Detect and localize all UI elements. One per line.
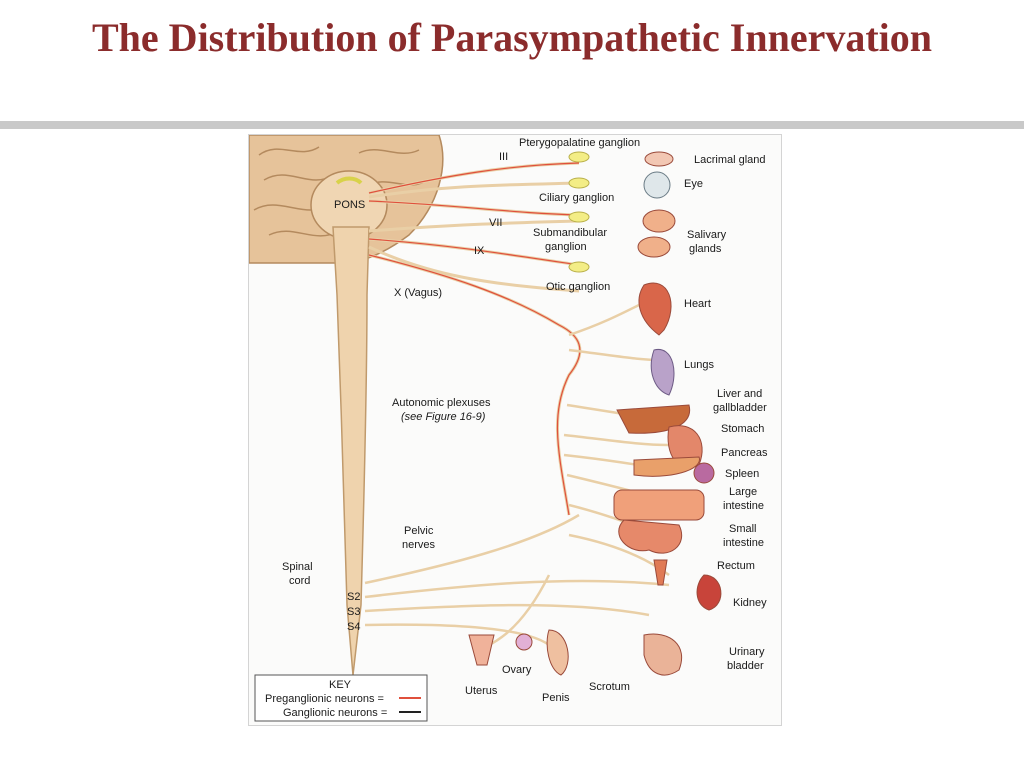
organ-illustrations: [468, 151, 722, 676]
brain-illustration: [249, 135, 444, 264]
label-plexus-reference: (see Figure 16-9): [401, 411, 486, 423]
label-lacrimal-gland: Lacrimal gland: [694, 154, 766, 166]
label-large-intestine: intestine: [723, 500, 764, 512]
label-cn-vii: VII: [489, 217, 502, 229]
label-large: Large: [729, 486, 757, 498]
key-title: KEY: [329, 679, 352, 691]
label-urinary-bladder: bladder: [727, 660, 764, 672]
label-cn-ix: IX: [474, 245, 485, 257]
label-liver: Liver and: [717, 388, 762, 400]
label-s4: S4: [347, 621, 360, 633]
label-small: Small: [729, 523, 757, 535]
key-ganglionic-label: Ganglionic neurons =: [283, 707, 387, 719]
label-pterygopalatine-ganglion: Pterygopalatine ganglion: [519, 137, 640, 149]
label-vagus: X (Vagus): [394, 287, 442, 299]
label-autonomic-plexuses: Autonomic plexuses: [392, 397, 491, 409]
key-preganglionic-label: Preganglionic neurons =: [265, 693, 384, 705]
slide-title: The Distribution of Parasympathetic Inne…: [92, 15, 932, 60]
label-small-intestine: intestine: [723, 537, 764, 549]
label-pelvic-nerves: nerves: [402, 539, 436, 551]
label-penis: Penis: [542, 692, 570, 704]
label-uterus: Uterus: [465, 685, 498, 697]
label-kidney: Kidney: [733, 597, 767, 609]
label-spleen: Spleen: [725, 468, 759, 480]
label-eye: Eye: [684, 178, 703, 190]
title-divider: [0, 121, 1024, 129]
label-rectum: Rectum: [717, 560, 755, 572]
label-s2: S2: [347, 591, 360, 603]
label-otic-ganglion: Otic ganglion: [546, 281, 610, 293]
label-lungs: Lungs: [684, 359, 714, 371]
label-pons: PONS: [334, 199, 365, 211]
diagram-svg: Pterygopalatine ganglion Lacrimal gland …: [249, 135, 768, 722]
label-submandibular: Submandibular: [533, 227, 607, 239]
label-heart: Heart: [684, 298, 711, 310]
label-stomach: Stomach: [721, 423, 764, 435]
label-ovary: Ovary: [502, 664, 532, 676]
label-urinary: Urinary: [729, 646, 765, 658]
spinal-cord: [332, 226, 370, 676]
label-spinal: Spinal: [282, 561, 313, 573]
legend-key: KEY Preganglionic neurons = Ganglionic n…: [254, 674, 428, 722]
diagram-figure: Pterygopalatine ganglion Lacrimal gland …: [248, 134, 782, 726]
label-pelvic: Pelvic: [404, 525, 434, 537]
label-s3: S3: [347, 606, 360, 618]
label-ciliary-ganglion: Ciliary ganglion: [539, 192, 614, 204]
label-gallbladder: gallbladder: [713, 402, 767, 414]
label-submandibular-ganglion: ganglion: [545, 241, 587, 253]
label-salivary: Salivary: [687, 229, 727, 241]
label-spinal-cord: cord: [289, 575, 310, 587]
label-scrotum: Scrotum: [589, 681, 630, 693]
label-cn-iii: III: [499, 151, 508, 163]
label-salivary-glands: glands: [689, 243, 722, 255]
label-pancreas: Pancreas: [721, 447, 768, 459]
